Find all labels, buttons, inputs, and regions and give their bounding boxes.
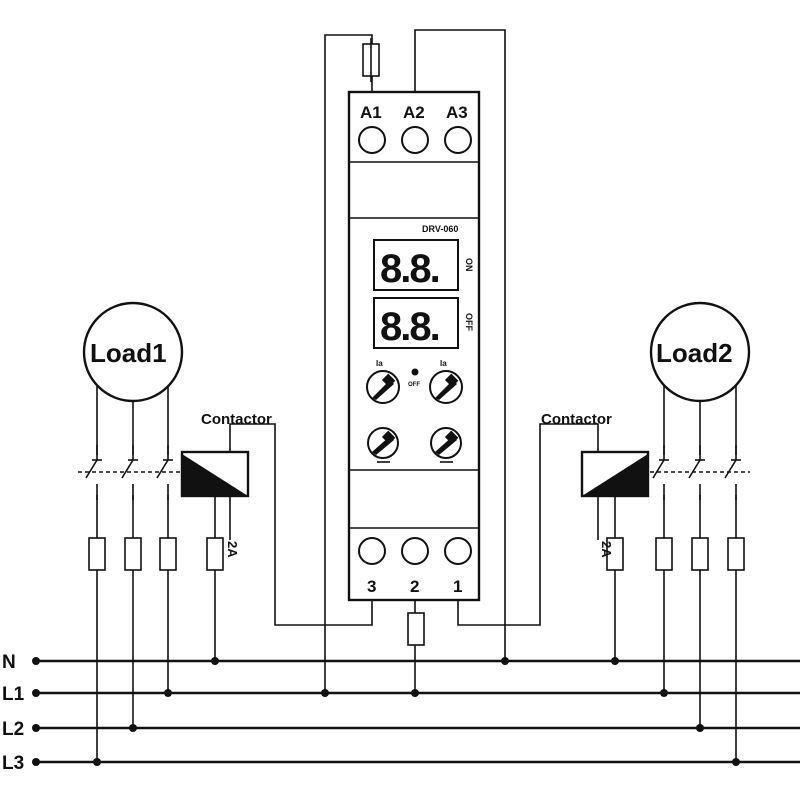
load2-contactor: Contactor [541, 411, 650, 665]
terminal-label-a1: A1 [360, 103, 382, 122]
display-on: 8.8. ON [373, 239, 474, 291]
load2-section: Load2 Contact [541, 301, 751, 766]
load1-label: Load1 [90, 338, 167, 368]
terminal-3 [358, 537, 386, 565]
relay-common-fuse [407, 612, 425, 646]
knob-bottom-right[interactable] [430, 427, 462, 463]
line-label-l3: L3 [2, 753, 24, 774]
knob-label-left: Ia [376, 359, 383, 368]
knob-label-right: Ia [440, 359, 447, 368]
display-off: 8.8. OFF [373, 297, 474, 349]
bus-line-l3: L3 [2, 753, 800, 774]
terminal-label-a3: A3 [446, 103, 468, 122]
terminal-a3 [444, 126, 472, 154]
bus-line-l2: L2 [2, 719, 800, 740]
led-indicator [411, 368, 419, 376]
load1-contacts [78, 445, 182, 500]
load1-contactor: Contactor [180, 411, 272, 665]
load2-contacts [650, 445, 750, 500]
relay-model-label: DRV-060 [422, 224, 458, 234]
display-on-label: ON [464, 258, 474, 272]
load2-contactor-label: Contactor [541, 411, 612, 428]
line-label-l1: L1 [2, 684, 25, 705]
relay-module: A1 A2 A3 DRV-060 8.8. ON 8.8. OFF Ia Ia … [347, 90, 481, 602]
load1-fuse-rating: 2A [225, 541, 240, 558]
display-off-label: OFF [464, 313, 474, 331]
relay-output-wiring [229, 423, 599, 697]
load1-contactor-label: Contactor [201, 411, 272, 428]
line-label-l2: L2 [2, 719, 24, 740]
knob-bottom-left[interactable] [367, 427, 399, 463]
relay-supply-wiring [321, 29, 509, 697]
load1-coil-fuse [206, 537, 224, 571]
line-label-n: N [2, 652, 16, 673]
bus-line-n: N [2, 652, 800, 673]
load2-fuse-rating: 2A [599, 541, 614, 558]
terminal-a2 [401, 126, 429, 154]
load2-fuses: 2A [599, 537, 745, 571]
load1-section: Load1 [78, 301, 272, 766]
knob-top-left[interactable] [366, 370, 400, 404]
display-on-digits: 8.8. [380, 247, 439, 291]
led-label: OFF [408, 382, 420, 388]
terminal-label-a2: A2 [403, 103, 425, 122]
load2-label: Load2 [656, 338, 733, 368]
terminal-1 [444, 537, 472, 565]
terminal-a1 [358, 126, 386, 154]
terminal-2 [401, 537, 429, 565]
terminal-label-2: 2 [410, 577, 419, 596]
display-off-digits: 8.8. [380, 305, 439, 349]
load1-fuses: 2A [88, 537, 240, 571]
load2-coil-fuse [606, 537, 624, 571]
bus-lines: N L1 L2 L3 [2, 652, 800, 774]
terminal-label-3: 3 [367, 577, 376, 596]
bus-line-l1: L1 [2, 684, 800, 705]
terminal-label-1: 1 [453, 577, 462, 596]
knob-top-right[interactable] [429, 370, 463, 404]
